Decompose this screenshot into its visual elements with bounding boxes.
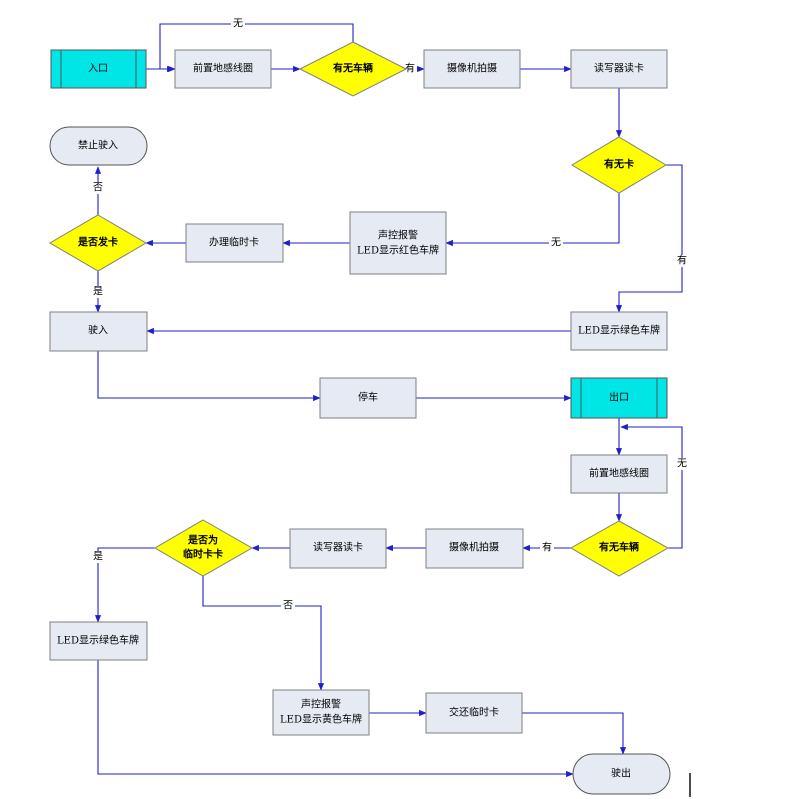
edge-return-driveout xyxy=(522,712,627,755)
park-label: 停车 xyxy=(358,391,378,404)
return-card-label: 交还临时卡 xyxy=(449,706,499,719)
edge-label-none-3: 无 xyxy=(677,459,687,470)
edge-label-yes-2: 有 xyxy=(677,254,687,267)
issue-card-label: 是否发卡 xyxy=(77,236,118,249)
entrance-node: 入口 xyxy=(50,49,147,89)
alarm-red-line-2: LED显示红色车牌 xyxy=(357,244,439,257)
has-vehicle-1-decision: 有无车辆 xyxy=(298,41,408,97)
alarm-red-node: 声控报警 LED显示红色车牌 xyxy=(349,211,447,275)
alarm-yellow-node: 声控报警 LED显示黄色车牌 xyxy=(272,689,370,736)
exit-node: 出口 xyxy=(570,377,668,419)
edge-label-none-2: 无 xyxy=(551,238,561,249)
temp-card-label: 办理临时卡 xyxy=(209,236,259,249)
camera-1-node: 摄像机拍摄 xyxy=(423,49,521,89)
reader-1-node: 读写器读卡 xyxy=(570,49,668,89)
alarm-yellow-line-2: LED显示黄色车牌 xyxy=(280,713,362,726)
no-entry-label: 禁止驶入 xyxy=(78,139,118,152)
edge-label-no-1: 否 xyxy=(93,182,103,194)
is-temp-card-line-1: 是否为 xyxy=(187,534,218,547)
park-node: 停车 xyxy=(319,377,417,419)
led-green-2-node: LED显示绿色车牌 xyxy=(49,621,148,661)
front-loop-2-label: 前置地感线圈 xyxy=(589,467,649,480)
is-temp-card-line-2: 临时卡卡 xyxy=(183,548,223,561)
exit-label: 出口 xyxy=(609,391,629,404)
drive-in-node: 驶入 xyxy=(49,311,148,352)
is-temp-card-decision: 是否为 临时卡卡 xyxy=(154,519,254,577)
reader-1-label: 读写器读卡 xyxy=(594,62,644,75)
camera-1-label: 摄像机拍摄 xyxy=(447,62,497,75)
issue-card-decision: 是否发卡 xyxy=(49,214,147,272)
edge-label-yes-3: 是 xyxy=(93,286,103,298)
drive-out-terminal: 驶出 xyxy=(572,753,671,795)
edge-label-no-2: 否 xyxy=(283,600,293,612)
edge-temp-no-alarm xyxy=(202,576,325,691)
edge-vehicle-none-back xyxy=(620,423,683,549)
has-card-label: 有无卡 xyxy=(604,158,634,171)
has-vehicle-1-label: 有无车辆 xyxy=(333,62,373,75)
edge-label-yes-4: 有 xyxy=(542,541,552,554)
edge-card-none-alarm xyxy=(445,192,620,247)
front-loop-2-node: 前置地感线圈 xyxy=(570,454,668,494)
edge-vehicle-none-loop xyxy=(159,23,354,73)
led-green-1-label: LED显示绿色车牌 xyxy=(578,324,660,337)
edge-led-driveout xyxy=(97,660,574,778)
edge-label-yes-1: 有 xyxy=(405,62,415,75)
temp-card-node: 办理临时卡 xyxy=(185,223,284,263)
edge-temp-yes-led xyxy=(94,547,155,623)
return-card-node: 交还临时卡 xyxy=(425,692,523,734)
camera-2-node: 摄像机拍摄 xyxy=(425,528,524,569)
alarm-red-line-1: 声控报警 xyxy=(378,229,418,242)
entrance-label: 入口 xyxy=(88,64,108,75)
front-loop-1-node: 前置地感线圈 xyxy=(174,49,272,89)
has-card-decision: 有无卡 xyxy=(571,136,667,194)
has-vehicle-2-decision: 有无车辆 xyxy=(569,520,670,577)
reader-2-node: 读写器读卡 xyxy=(289,528,387,569)
drive-out-label: 驶出 xyxy=(611,767,631,780)
edge-label-yes-5: 是 xyxy=(93,551,103,563)
camera-2-label: 摄像机拍摄 xyxy=(449,541,499,554)
no-entry-terminal: 禁止驶入 xyxy=(49,126,148,166)
reader-2-label: 读写器读卡 xyxy=(313,541,363,554)
led-green-1-node: LED显示绿色车牌 xyxy=(570,311,668,351)
led-green-2-label: LED显示绿色车牌 xyxy=(57,634,139,647)
edge-label-none-1: 无 xyxy=(233,19,243,30)
edge-card-yes-led xyxy=(615,164,683,313)
drive-in-label: 驶入 xyxy=(88,324,108,337)
edge-drive-park xyxy=(97,351,321,402)
alarm-yellow-line-1: 声控报警 xyxy=(301,698,341,711)
front-loop-1-label: 前置地感线圈 xyxy=(193,62,253,75)
has-vehicle-2-label: 有无车辆 xyxy=(599,541,639,554)
